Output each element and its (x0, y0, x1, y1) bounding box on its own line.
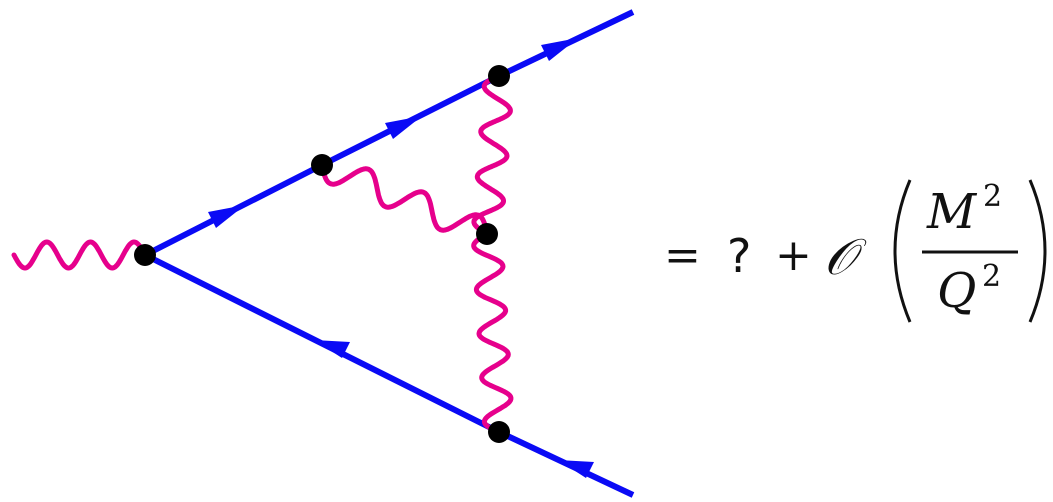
arrow-upper-3 (541, 38, 578, 61)
unknown-term: ? (727, 229, 751, 283)
vertex-upper-middle (311, 154, 333, 176)
photon-line-vertical-top (471, 73, 513, 237)
order-symbol: 𝒪 (824, 228, 867, 286)
arrow-lower-1 (314, 340, 350, 358)
vertex-lower-right (488, 421, 510, 443)
right-parenthesis (1028, 179, 1047, 323)
vertex-upper-right (488, 65, 510, 87)
numerator-base: M (926, 184, 978, 240)
denominator-exponent: 2 (982, 259, 1001, 294)
photon-line-diagonal (319, 162, 490, 237)
numerator-exponent: 2 (983, 179, 1002, 214)
arrow-lower-2 (558, 460, 594, 478)
photon-lines (11, 73, 514, 435)
photon-line-vertical-bottom (471, 231, 514, 435)
fermion-arrows (208, 38, 594, 478)
vertices (134, 65, 510, 443)
arrow-upper-1 (208, 205, 245, 228)
vertex-left (134, 244, 156, 266)
equation: = ? + 𝒪 M 2 Q 2 (664, 179, 1047, 323)
equals-sign: = (664, 230, 701, 281)
arrow-upper-2 (385, 116, 422, 139)
photon-line-external (11, 239, 148, 271)
vertex-center-right (476, 223, 498, 245)
left-parenthesis (893, 179, 912, 323)
plus-sign: + (775, 230, 812, 281)
fermion-lines (143, 9, 635, 498)
denominator-base: Q (937, 263, 976, 319)
